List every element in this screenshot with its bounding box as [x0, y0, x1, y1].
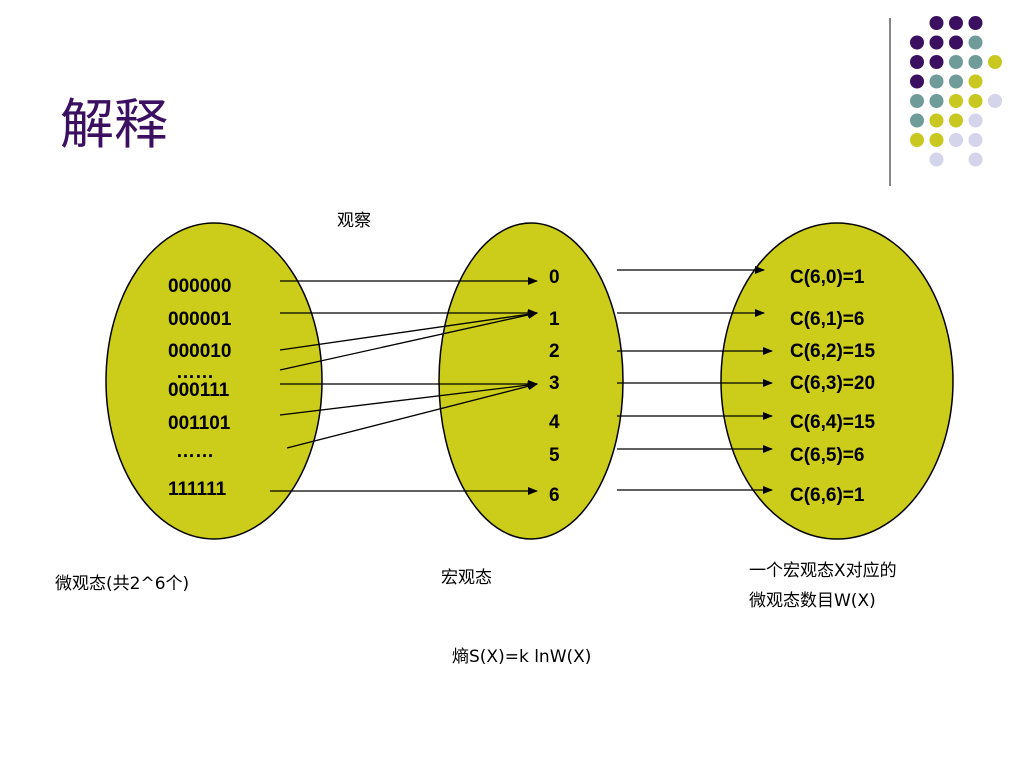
micro-to-macro-arrows	[270, 277, 538, 495]
count-label: C(6,0)=1	[790, 267, 865, 288]
micro-state-label: 000111	[168, 380, 230, 401]
micro-state-caption: 微观态(共2^6个)	[55, 574, 189, 594]
micro-state-label: 000000	[168, 276, 231, 297]
mapping-arrow	[286, 382, 538, 449]
entropy-formula: 熵S(X)=k lnW(X)	[452, 647, 591, 667]
decorative-dot	[949, 133, 963, 147]
decorative-dot	[968, 152, 983, 167]
macro-state-label: 3	[549, 373, 560, 394]
decorative-dot	[929, 94, 944, 108]
decorative-dot	[929, 55, 944, 69]
decorative-dot	[910, 74, 924, 89]
decorative-dot	[910, 94, 924, 108]
macro-state-label: 5	[549, 445, 560, 466]
micro-state-labels: 000000 000001 000010 …… 000111 001101 ………	[168, 276, 232, 500]
count-label: C(6,2)=15	[790, 341, 875, 362]
count-label: C(6,5)=6	[790, 445, 864, 466]
decorative-dot	[968, 94, 983, 108]
decorative-dot	[929, 152, 944, 167]
decorative-dot	[949, 16, 963, 30]
decorative-dot	[910, 133, 924, 147]
mapping-arrow	[279, 310, 538, 351]
decorative-dot	[988, 55, 1002, 69]
micro-state-ellipsis: ……	[176, 441, 214, 462]
micro-state-label: 000010	[168, 341, 231, 362]
macro-state-label: 1	[549, 309, 560, 330]
count-caption-line2: 微观态数目W(X)	[749, 591, 876, 611]
macro-state-caption: 宏观态	[441, 568, 492, 588]
count-labels: C(6,0)=1 C(6,1)=6 C(6,2)=15 C(6,3)=20 C(…	[790, 267, 875, 506]
count-label: C(6,4)=15	[790, 412, 875, 433]
decorative-dot	[968, 16, 983, 30]
macro-state-label: 4	[549, 412, 560, 433]
decorative-dot	[968, 55, 983, 69]
decorative-dot	[949, 55, 963, 69]
decorative-dot-grid	[910, 16, 1002, 167]
macro-state-label: 2	[549, 341, 560, 362]
decorative-dot	[929, 35, 944, 50]
count-label: C(6,1)=6	[790, 309, 864, 330]
macro-state-label: 6	[549, 485, 560, 506]
slide-title: 解释	[60, 93, 168, 156]
decorative-dot	[949, 74, 963, 89]
decorative-dot	[929, 16, 944, 30]
mapping-arrow	[279, 311, 538, 371]
decorative-dot	[929, 74, 944, 89]
decorative-dot	[988, 94, 1002, 108]
count-caption-line1: 一个宏观态X对应的	[749, 561, 897, 581]
decorative-dot	[929, 113, 944, 128]
micro-state-label: 000001	[168, 309, 232, 330]
decorative-dot	[910, 113, 924, 128]
macro-state-labels: 0 1 2 3 4 5 6	[549, 267, 560, 506]
observe-label: 观察	[337, 211, 371, 231]
macro-state-label: 0	[549, 267, 560, 288]
decorative-dot	[910, 35, 924, 50]
count-label: C(6,3)=20	[790, 373, 875, 394]
micro-state-ellipsis: ……	[176, 362, 214, 383]
decorative-dot	[968, 133, 983, 147]
macro-to-count-arrows	[617, 266, 773, 494]
mapping-arrow	[279, 381, 538, 416]
micro-state-ellipse	[105, 222, 323, 540]
count-ellipse	[720, 222, 954, 540]
decorative-dot	[949, 35, 963, 50]
decorative-dot	[949, 94, 963, 108]
count-label: C(6,6)=1	[790, 485, 865, 506]
decorative-dot	[968, 74, 983, 89]
micro-state-label: 001101	[168, 413, 231, 434]
micro-state-label: 111111	[168, 479, 227, 500]
decorative-dot	[929, 133, 944, 147]
title-divider-line	[889, 18, 891, 186]
decorative-dot	[968, 35, 983, 50]
decorative-dot	[968, 113, 983, 128]
decorative-dot	[910, 55, 924, 69]
decorative-dot	[949, 113, 963, 128]
